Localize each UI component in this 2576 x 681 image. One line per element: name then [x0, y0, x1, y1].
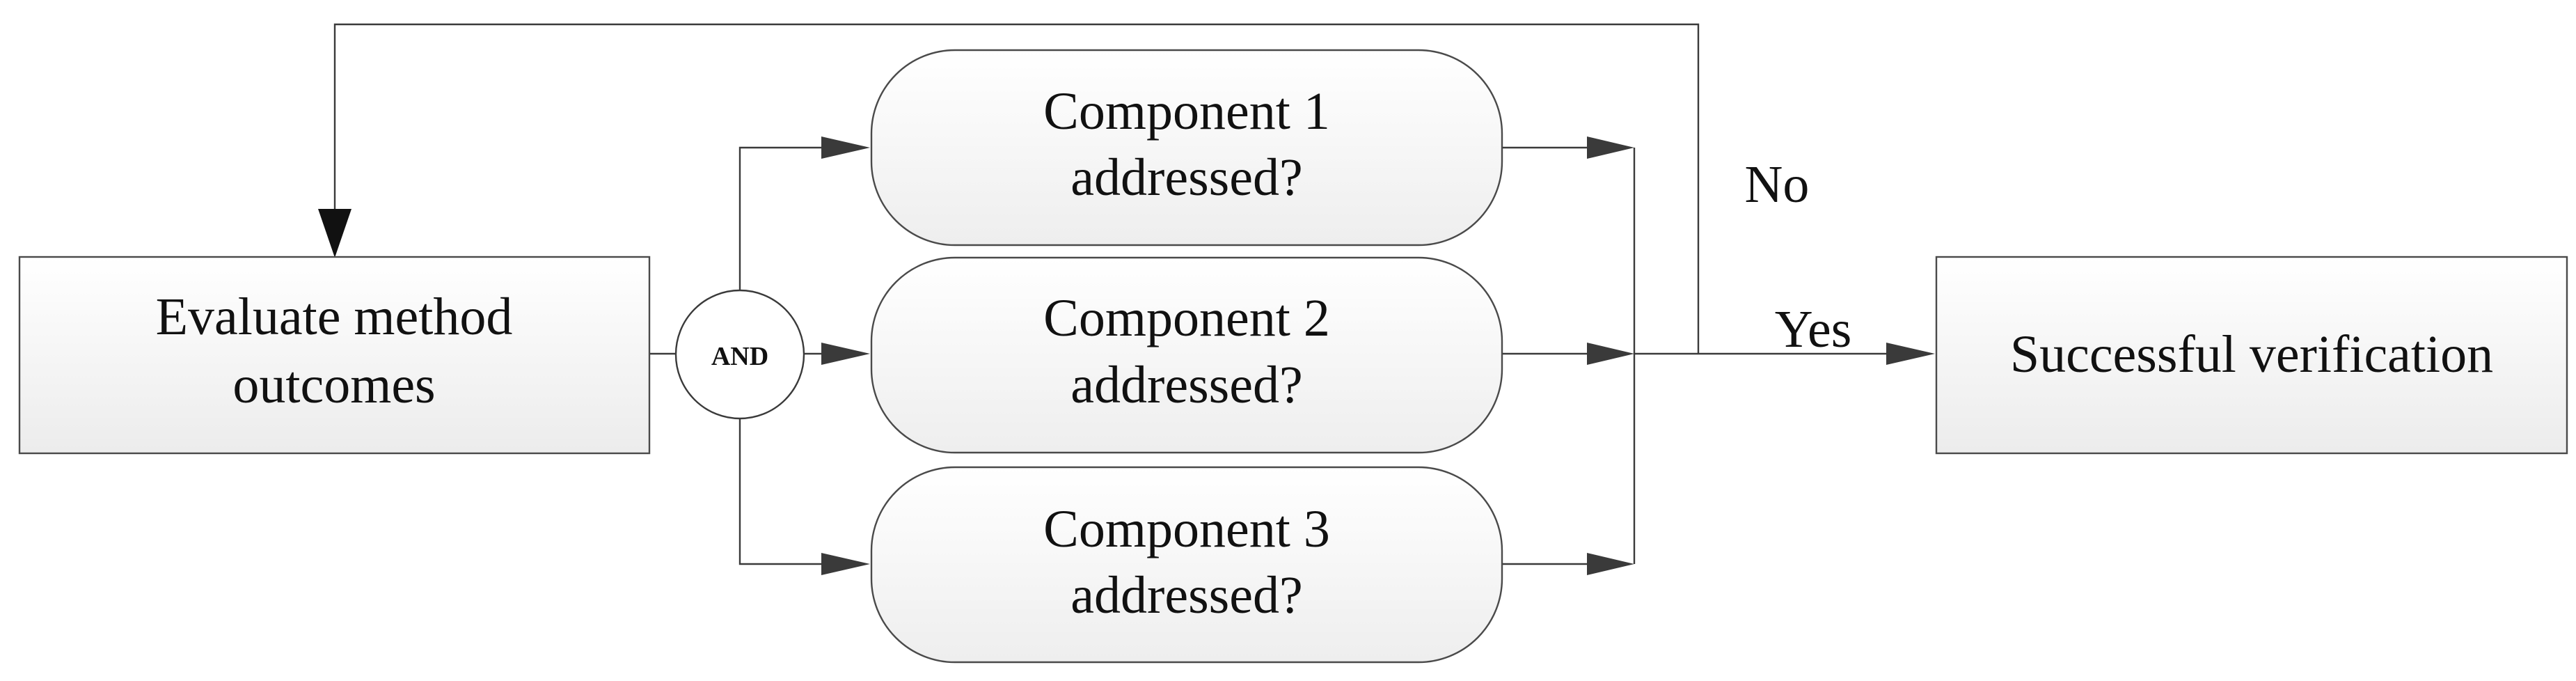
evaluate-label-line-1: Evaluate method: [156, 288, 513, 346]
gate-to-component-3-arrowhead: [821, 553, 870, 575]
component-2-node: Component 2 addressed?: [870, 256, 1503, 454]
component-3-label-line-2: addressed?: [1070, 566, 1302, 625]
evaluate-box: [18, 256, 651, 455]
result-label: Successful verification: [2010, 325, 2493, 384]
evaluate-label-line-2: outcomes: [232, 356, 435, 414]
component-2-out-arrowhead: [1587, 343, 1634, 365]
feedback-loop-arrowhead: [318, 209, 351, 258]
result-node: Successful verification: [1935, 256, 2568, 455]
component-1-label-line-1: Component 1: [1043, 82, 1330, 141]
component-3-box: [870, 466, 1503, 664]
gate-to-component-1-line: [738, 146, 821, 291]
component-1-box: [870, 49, 1503, 246]
component-2-label-line-2: addressed?: [1070, 356, 1302, 414]
gate-to-component-1-arrowhead: [821, 136, 870, 159]
component-3-node: Component 3 addressed?: [870, 466, 1503, 664]
component-2-box: [870, 256, 1503, 454]
feedback-loop-line: [333, 23, 1700, 354]
component-1-label-line-2: addressed?: [1070, 148, 1302, 207]
yes-branch-label: Yes: [1775, 300, 1852, 359]
gate-to-component-2-arrowhead: [821, 343, 870, 365]
component-1-out-arrowhead: [1587, 136, 1634, 159]
component-2-label-line-1: Component 2: [1043, 289, 1330, 347]
merge-to-result-arrowhead: [1886, 343, 1935, 365]
evaluate-node: Evaluate method outcomes: [18, 256, 651, 455]
component-1-node: Component 1 addressed?: [870, 49, 1503, 246]
gate-to-component-3-line: [738, 418, 821, 565]
and-gate: AND: [674, 289, 805, 420]
result-box: [1935, 256, 2568, 455]
and-gate-label: AND: [711, 342, 768, 371]
component-3-out-arrowhead: [1587, 553, 1634, 575]
connectors: [318, 23, 1935, 575]
no-branch-label: No: [1745, 155, 1810, 214]
component-3-label-line-1: Component 3: [1043, 500, 1330, 558]
and-gate-circle: [674, 289, 805, 420]
